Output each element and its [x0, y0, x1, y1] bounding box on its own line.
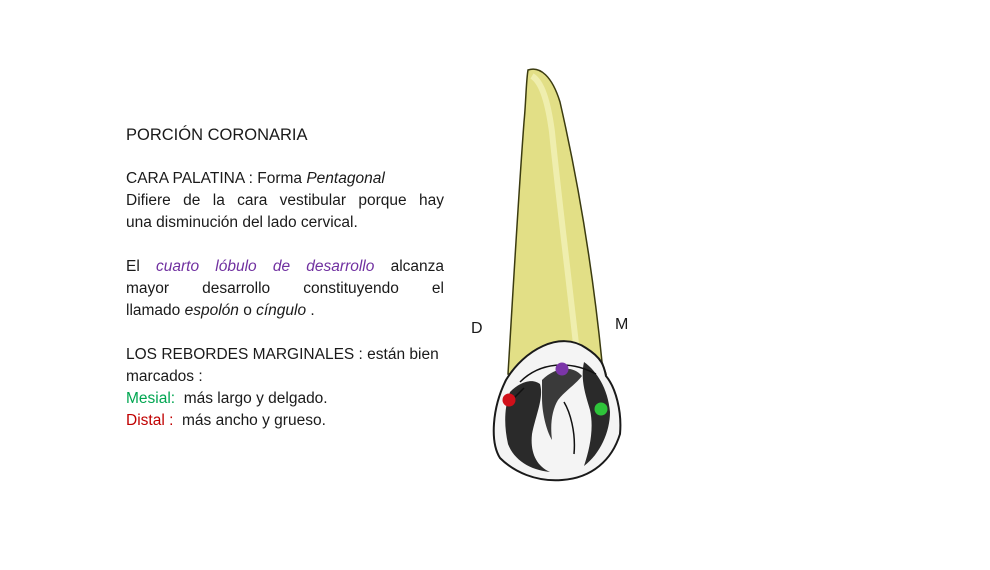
- mesial-label: Mesial:: [126, 390, 176, 407]
- rebordes-paragraph: LOS REBORDES MARGINALES : están bien mar…: [126, 344, 444, 432]
- espolon-term: espolón: [184, 302, 239, 319]
- forma-value: Pentagonal: [306, 170, 385, 187]
- palatina-line-1: Difiere de la cara vestibular porque hay: [126, 192, 444, 209]
- crown-shading-center: [542, 368, 582, 440]
- tooth-diagram: [492, 68, 622, 482]
- crown-ridge-lines: [513, 364, 597, 455]
- distal-label: Distal :: [126, 412, 174, 429]
- cara-palatina-paragraph: CARA PALATINA : Forma Pentagonal Difiere…: [126, 168, 444, 234]
- text-block: PORCIÓN CORONARIA CARA PALATINA : Forma …: [126, 124, 444, 432]
- distal-text: más ancho y grueso.: [173, 412, 326, 429]
- root-highlight: [530, 73, 581, 363]
- lobulo-el: El: [126, 258, 156, 275]
- lobulo-rest: alcanza: [374, 258, 445, 275]
- rebordes-rest: están bien: [362, 346, 439, 363]
- mesial-side-label: M: [615, 316, 629, 333]
- llamado-text: llamado: [126, 302, 185, 319]
- mesial-marker-dot: [594, 402, 608, 416]
- cara-palatina-label: CARA PALATINA :: [126, 170, 253, 187]
- lobulo-end: .: [306, 302, 315, 319]
- crown-shading-left: [505, 381, 550, 472]
- lobulo-line-2: mayor desarrollo constituyendo el: [126, 280, 444, 297]
- cingulo-marker-dot: [555, 362, 569, 376]
- distal-marker-dot: [502, 393, 516, 407]
- section-heading: PORCIÓN CORONARIA: [126, 126, 308, 144]
- rebordes-label: LOS REBORDES MARGINALES :: [126, 346, 363, 363]
- o-text: o: [238, 302, 257, 319]
- cingulo-term: cíngulo: [256, 302, 307, 319]
- crown-shading-right: [582, 362, 610, 466]
- rebordes-line-2: marcados :: [126, 368, 203, 385]
- forma-text: Forma: [252, 170, 307, 187]
- cuarto-lobulo-highlight: cuarto lóbulo de desarrollo: [156, 258, 375, 275]
- mesial-text: más largo y delgado.: [175, 390, 328, 407]
- distal-side-label: D: [471, 320, 483, 337]
- lobulo-paragraph: El cuarto lóbulo de desarrollo alcanza m…: [126, 256, 444, 322]
- tooth-root: [507, 68, 608, 375]
- palatina-line-2: una disminución del lado cervical.: [126, 214, 358, 231]
